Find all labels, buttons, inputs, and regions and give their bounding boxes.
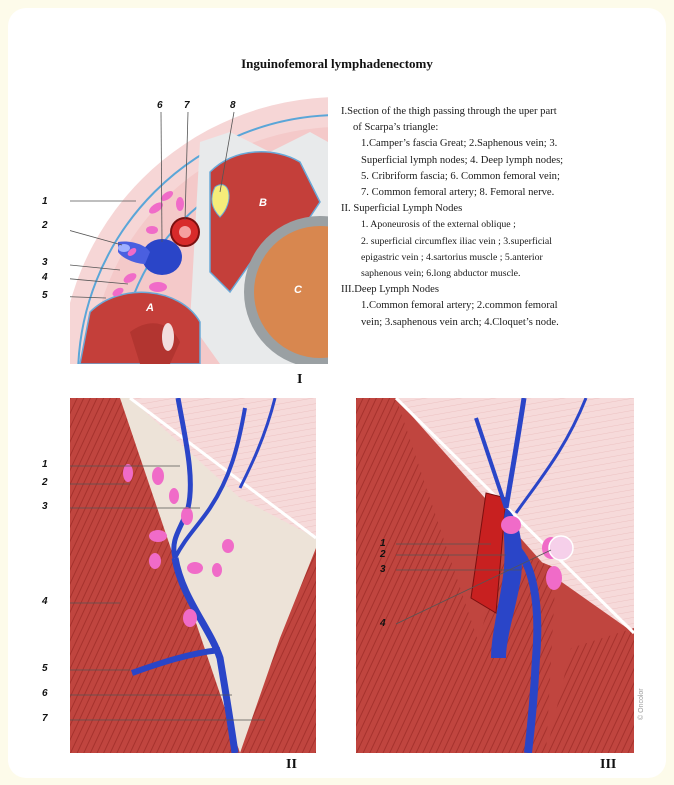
panel1-label: 3 bbox=[42, 257, 48, 268]
panel-superficial-nodes bbox=[70, 398, 316, 753]
panel1-label: 1 bbox=[42, 196, 48, 207]
legend-section3-line: vein; 3.saphenous vein arch; 4.Cloquet’s… bbox=[341, 315, 641, 331]
legend-section2-line: saphenous vein; 6.long abductor muscle. bbox=[341, 266, 641, 282]
legend-section1-line: 1.Camper’s fascia Great; 2.Saphenous vei… bbox=[341, 136, 641, 152]
legend-section2-line: 1. Aponeurosis of the external oblique ; bbox=[341, 217, 641, 233]
panel1-label: 8 bbox=[230, 100, 236, 111]
legend-section1-line: 5. Cribriform fascia; 6. Common femoral … bbox=[341, 169, 641, 185]
panel3-label: 4 bbox=[380, 618, 386, 629]
credit: © Oncolor bbox=[638, 688, 645, 720]
panel3-label: 3 bbox=[380, 564, 386, 575]
panel2-label: 4 bbox=[42, 596, 48, 607]
legend-section1-heading: I.Section of the thigh passing through t… bbox=[341, 104, 641, 120]
panel-deep-nodes bbox=[356, 398, 634, 753]
legend-section1-line: Superficial lymph nodes; 4. Deep lymph n… bbox=[341, 153, 641, 169]
panel2-label: 6 bbox=[42, 688, 48, 699]
panel2-label: 1 bbox=[42, 459, 48, 470]
legend-section2-line: epigastric vein ; 4.sartorius muscle ; 5… bbox=[341, 250, 641, 266]
panel1-label: 6 bbox=[157, 100, 163, 111]
panel2-label: 3 bbox=[42, 501, 48, 512]
panel2-roman: II bbox=[286, 757, 297, 773]
figure-title: Inguinofemoral lymphadenectomy bbox=[0, 56, 674, 72]
panel2-label: 2 bbox=[42, 477, 48, 488]
common-femoral-vein bbox=[142, 239, 182, 275]
panel2-label: 5 bbox=[42, 663, 48, 674]
panel-cross-section bbox=[70, 92, 328, 364]
panel1-label: 4 bbox=[42, 272, 48, 283]
panel1-label: 5 bbox=[42, 290, 48, 301]
panel2-label: 7 bbox=[42, 713, 48, 724]
legend-section2-heading: II. Superficial Lymph Nodes bbox=[341, 201, 641, 217]
region-label-c: C bbox=[294, 284, 302, 296]
legend-section1-line: 7. Common femoral artery; 8. Femoral ner… bbox=[341, 185, 641, 201]
panel1-roman: I bbox=[297, 372, 302, 388]
region-label-a: A bbox=[146, 302, 154, 314]
panel3-label: 1 bbox=[380, 538, 386, 549]
legend-section3-heading: III.Deep Lymph Nodes bbox=[341, 282, 641, 298]
panel3-roman: III bbox=[600, 757, 616, 773]
legend-section3-line: 1.Common femoral artery; 2.common femora… bbox=[341, 298, 641, 314]
region-label-b: B bbox=[259, 197, 267, 209]
legend-section1-heading-cont: of Scarpa’s triangle: bbox=[341, 120, 641, 136]
cloquet-node bbox=[549, 536, 573, 560]
legend-section2-line: 2. superficial circumflex iliac vein ; 3… bbox=[341, 234, 641, 250]
legend: I.Section of the thigh passing through t… bbox=[341, 104, 641, 331]
panel3-label: 2 bbox=[380, 549, 386, 560]
panel1-label: 7 bbox=[184, 100, 190, 111]
panel1-label: 2 bbox=[42, 220, 48, 231]
